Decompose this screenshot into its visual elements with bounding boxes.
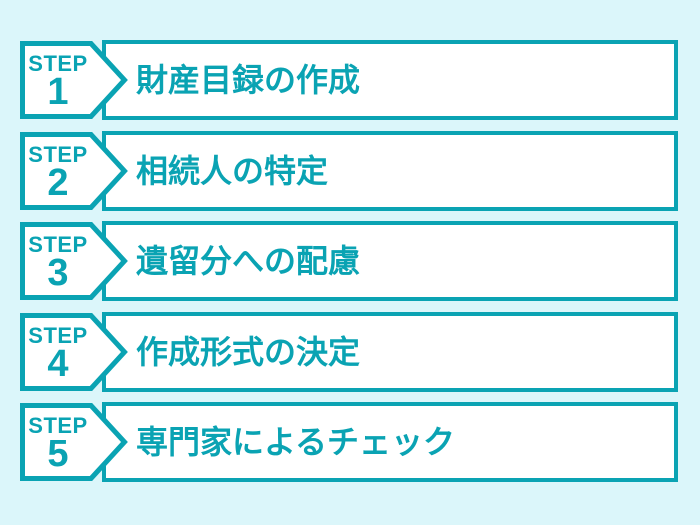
step-title: 専門家によるチェック [136, 424, 456, 460]
step-badge-text: STEP 1 [20, 41, 96, 119]
step-title-box: 財産目録の作成 [102, 40, 678, 120]
step-row-3: 遺留分への配慮 STEP 3 [0, 221, 700, 301]
arrow-pentagon-icon [20, 132, 128, 210]
arrow-pentagon-icon [20, 313, 128, 391]
step-title-box: 遺留分への配慮 [102, 221, 678, 301]
step-badge-text: STEP 4 [20, 313, 96, 391]
step-title: 相続人の特定 [136, 153, 329, 189]
step-title-box: 専門家によるチェック [102, 402, 678, 482]
step-row-1: 財産目録の作成 STEP 1 [0, 40, 700, 120]
step-badge-text: STEP 5 [20, 403, 96, 481]
step-title-box: 作成形式の決定 [102, 312, 678, 392]
step-number: 4 [47, 342, 69, 385]
arrow-pentagon-icon [20, 222, 128, 300]
step-title: 遺留分への配慮 [136, 243, 361, 279]
step-row-2: 相続人の特定 STEP 2 [0, 131, 700, 211]
step-badge: STEP 4 [20, 313, 128, 391]
step-badge: STEP 3 [20, 222, 128, 300]
step-title-box: 相続人の特定 [102, 131, 678, 211]
step-title: 財産目録の作成 [136, 62, 361, 98]
step-badge: STEP 5 [20, 403, 128, 481]
step-number: 5 [47, 432, 69, 475]
step-label: STEP [28, 141, 88, 167]
arrow-pentagon-icon [20, 41, 128, 119]
step-label: STEP [28, 322, 88, 348]
step-number: 3 [47, 251, 69, 294]
step-label: STEP [28, 50, 88, 76]
step-badge: STEP 2 [20, 132, 128, 210]
step-badge: STEP 1 [20, 41, 128, 119]
step-row-4: 作成形式の決定 STEP 4 [0, 312, 700, 392]
step-number: 1 [47, 70, 69, 113]
step-label: STEP [28, 412, 88, 438]
step-number: 2 [47, 161, 69, 204]
step-row-5: 専門家によるチェック STEP 5 [0, 402, 700, 482]
step-title: 作成形式の決定 [136, 334, 361, 370]
arrow-pentagon-icon [20, 403, 128, 481]
step-badge-text: STEP 2 [20, 132, 96, 210]
step-badge-text: STEP 3 [20, 222, 96, 300]
step-label: STEP [28, 231, 88, 257]
